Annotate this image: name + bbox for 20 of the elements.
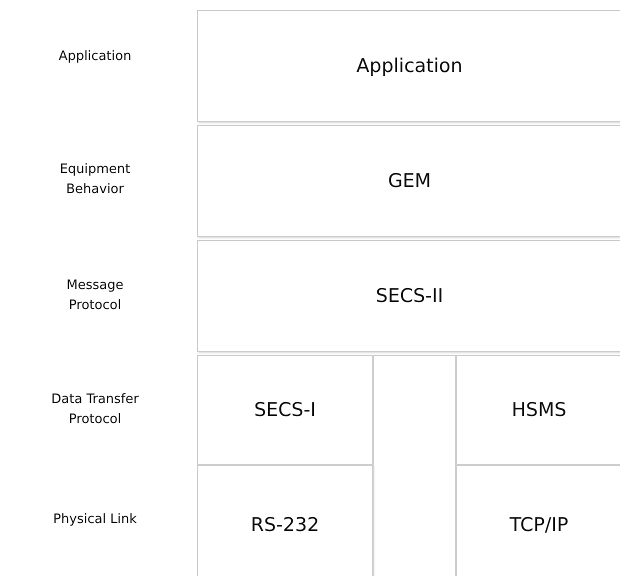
layer-name: RS-232 bbox=[250, 514, 320, 536]
layer-name: Application bbox=[356, 55, 463, 77]
layer-label: Application bbox=[58, 48, 132, 66]
layer-box bbox=[456, 355, 620, 465]
layer-label: Data Transfer Protocol bbox=[50, 391, 140, 429]
layer-box bbox=[197, 125, 620, 237]
layer-name: GEM bbox=[388, 170, 432, 192]
layer-box bbox=[197, 465, 373, 576]
layer-label: Message Protocol bbox=[66, 277, 124, 315]
layer-box bbox=[456, 465, 620, 576]
layer-box bbox=[197, 355, 373, 465]
layer-label: Equipment Behavior bbox=[58, 161, 132, 199]
layer-box bbox=[197, 240, 620, 352]
layer-name: SECS-II bbox=[376, 285, 444, 307]
layer-name: HSMS bbox=[512, 399, 566, 421]
layer-label: Physical Link bbox=[52, 511, 138, 529]
layer-box bbox=[197, 10, 620, 122]
layer-name: SECS-I bbox=[254, 399, 316, 421]
empty-box bbox=[373, 355, 456, 576]
layer-name: TCP/IP bbox=[510, 514, 568, 536]
